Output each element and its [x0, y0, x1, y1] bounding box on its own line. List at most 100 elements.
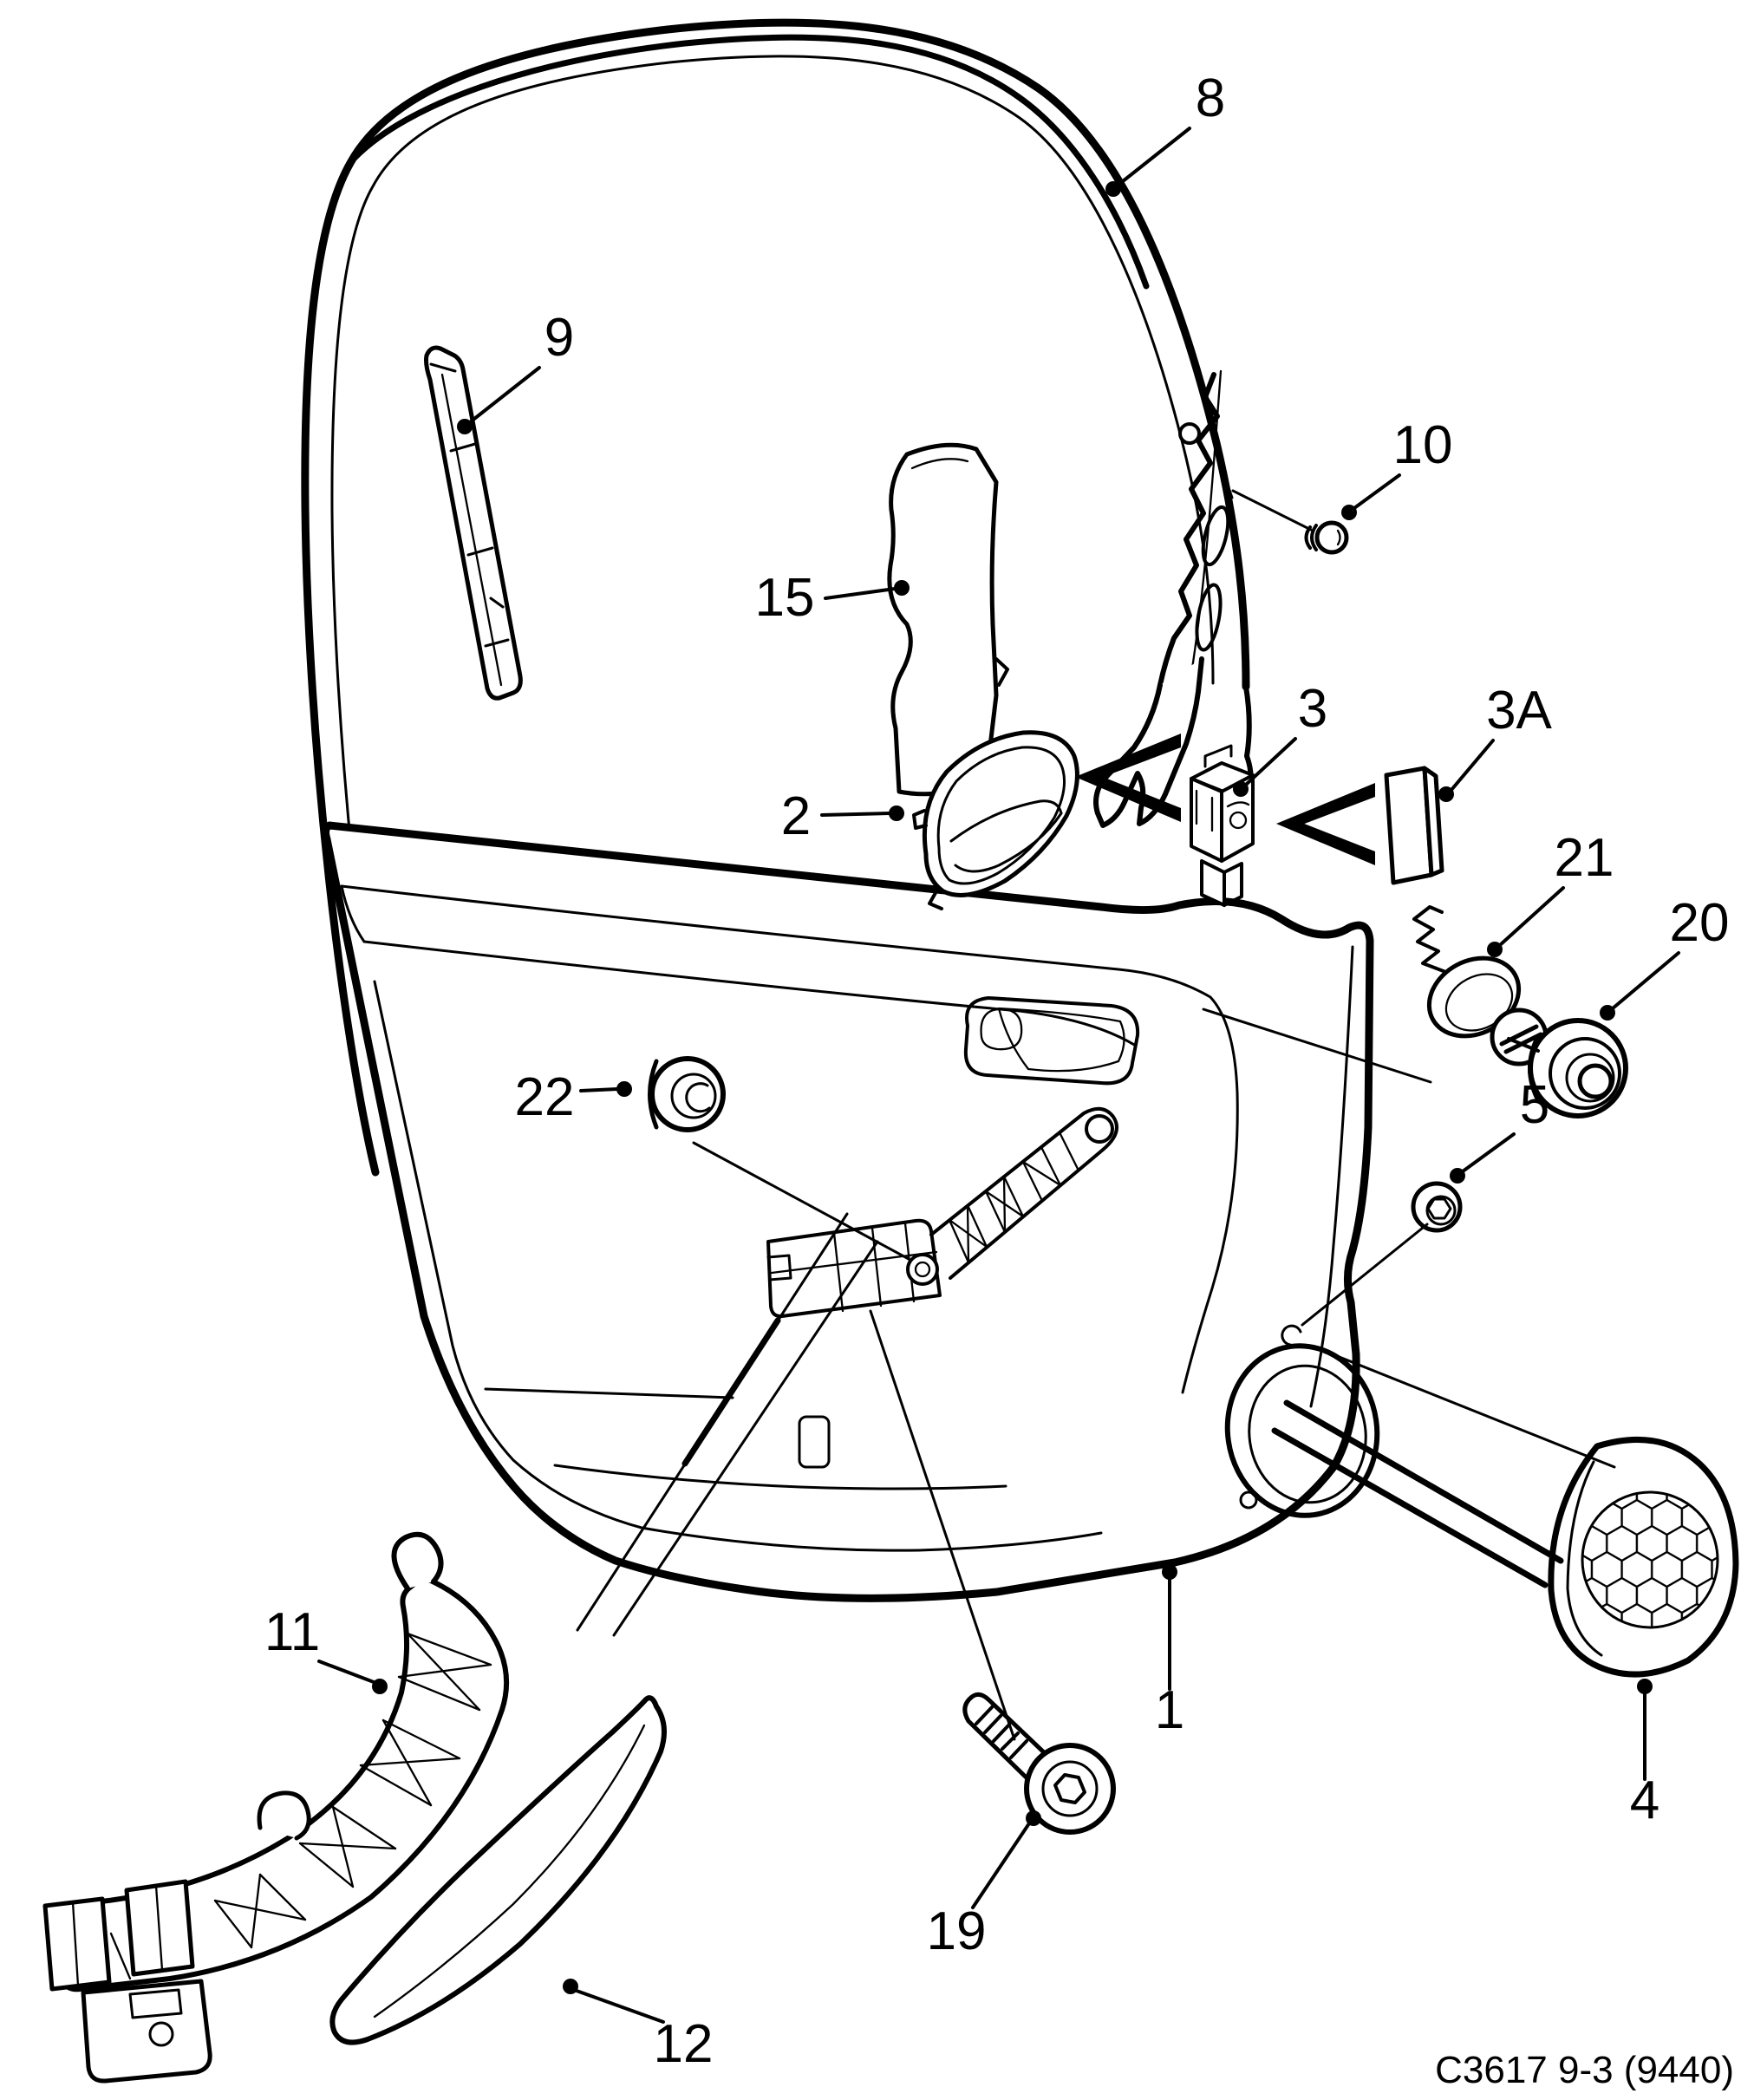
- callout-21: 21: [1487, 828, 1614, 957]
- pillar-hole-round: [1178, 422, 1201, 445]
- deflector-inner-line: [910, 458, 969, 470]
- callout-10: 10: [1341, 415, 1452, 520]
- door-upper-band-line-b: [362, 940, 1138, 1047]
- speaker-ring-outer: [1224, 1343, 1380, 1518]
- frame-inner-edge: [330, 55, 1215, 1171]
- door-pocket-line: [553, 1464, 1007, 1490]
- callout-label-1: 1: [1155, 1680, 1184, 1740]
- bezel-lever-bottom: [954, 812, 1063, 873]
- strip-channel-line: [440, 373, 503, 687]
- armrest-bushing-part: [648, 1056, 726, 1132]
- door-pull-recess: [963, 996, 1140, 1086]
- speaker-grille-part: [1548, 1436, 1739, 1678]
- strip-tick-marks: [429, 362, 510, 648]
- water-deflector-part: [887, 442, 1009, 797]
- grille-position-line-b: [1271, 1427, 1549, 1588]
- callout-3A: 3A: [1438, 681, 1553, 802]
- screw-head: [1024, 1743, 1116, 1835]
- callout-dot-12: [563, 1979, 578, 1994]
- speaker-mount-tab-hole: [1281, 1324, 1302, 1347]
- bushing-bore: [670, 1073, 717, 1119]
- callout-leader-8: [1117, 127, 1191, 186]
- expansion-clip-part: [1412, 905, 1549, 1066]
- switch-step: [1203, 744, 1233, 768]
- callout-label-8: 8: [1196, 68, 1225, 128]
- grommet-mid: [1549, 1037, 1621, 1110]
- callout-dot-4: [1637, 1679, 1653, 1694]
- screw-head-rim: [1041, 1760, 1099, 1817]
- grille-position-line-thin: [1318, 1347, 1616, 1469]
- plug-face-line: [1336, 529, 1341, 546]
- callout-dot-19: [1026, 1810, 1041, 1826]
- arrow-to-bezel-upper: [1075, 734, 1181, 780]
- bushing-position-line: [692, 1141, 910, 1261]
- grommet-bore: [1577, 1063, 1614, 1099]
- switch-rocker-lines: [1195, 789, 1250, 832]
- callout-dot-15: [894, 580, 910, 596]
- pull-grip-hole: [980, 1008, 1023, 1051]
- armrest-screw-part: [962, 1692, 1116, 1835]
- nut-position-line: [1301, 1223, 1429, 1327]
- callout-label-15: 15: [755, 568, 815, 628]
- callout-label-3: 3: [1298, 679, 1327, 739]
- support-tab-slot: [128, 1988, 183, 2019]
- speaker-nut-part: [1411, 1181, 1463, 1233]
- support-mid-nub: [257, 1790, 311, 1841]
- callout-dot-11: [372, 1679, 388, 1694]
- plug-slit-mark: [1223, 473, 1234, 499]
- frame-outer-edge: [301, 18, 1250, 1177]
- callout-label-10: 10: [1393, 415, 1453, 475]
- callout-20: 20: [1600, 893, 1729, 1021]
- clip-flange-inner: [1444, 973, 1514, 1032]
- pull-cup-line: [997, 1007, 1125, 1073]
- callout-4: 4: [1630, 1679, 1659, 1830]
- callout-leader-20: [1611, 951, 1680, 1010]
- inner-handle-bezel-part: [912, 730, 1079, 910]
- bezel-tabs: [912, 809, 943, 910]
- callout-leader-15: [824, 587, 897, 600]
- bracket-notch: [766, 1254, 792, 1282]
- strip-outline: [424, 345, 523, 701]
- screw-position-line: [869, 1309, 1016, 1741]
- callout-leader-21: [1498, 886, 1565, 947]
- door-band-left-cap: [340, 884, 366, 943]
- callout-label-19: 19: [927, 1901, 987, 1961]
- nut-inner: [1425, 1195, 1457, 1226]
- callout-leader-19: [971, 1822, 1031, 1909]
- speaker-recess: [1224, 1324, 1380, 1518]
- support-tab-hole: [148, 2021, 174, 2047]
- support-foot-left-line: [71, 1901, 80, 1987]
- sealing-plug-part: [1231, 489, 1349, 555]
- support-lattice-lines: [213, 1632, 492, 1949]
- installation-lines: [576, 1008, 1616, 1741]
- rubber-grommet-part: [1528, 1018, 1628, 1118]
- clip-grommet-link-line: [1507, 1037, 1540, 1053]
- callout-leader-12: [575, 1989, 665, 2024]
- callout-label-5: 5: [1520, 1075, 1549, 1135]
- glass-run-strip-part: [424, 345, 523, 701]
- arrow-to-bezel-lower: [1075, 773, 1181, 822]
- support-top-nub: [391, 1531, 444, 1591]
- callout-dot-1: [1162, 1564, 1177, 1580]
- arrow-to-switch-lower: [1276, 820, 1375, 865]
- support-foot-right-line: [154, 1884, 164, 1972]
- grille-hex-mesh: [1581, 1490, 1719, 1629]
- bezel-lever-top: [949, 799, 1063, 843]
- arm-rib-lines: [948, 1131, 1080, 1264]
- door-upper-band-line-a: [340, 884, 1239, 1394]
- switch-connector-side: [1223, 862, 1243, 907]
- clip-position-line: [1202, 1008, 1432, 1084]
- callout-label-9: 9: [544, 308, 574, 368]
- switch-blank-plate-part: [1384, 766, 1444, 885]
- door-reflector-recess: [798, 1415, 831, 1469]
- pillar-hole-oval-lower: [1195, 583, 1223, 652]
- deflector-tab: [994, 657, 1009, 687]
- callout-dot-9: [457, 419, 473, 434]
- nut-outer: [1411, 1181, 1463, 1233]
- callout-dot-3: [1233, 781, 1249, 797]
- armrest-mount-assembly: [766, 1106, 1118, 1319]
- callout-label-4: 4: [1630, 1771, 1659, 1830]
- callout-11: 11: [264, 1602, 388, 1694]
- arm-lattice-lines: [948, 1160, 1062, 1264]
